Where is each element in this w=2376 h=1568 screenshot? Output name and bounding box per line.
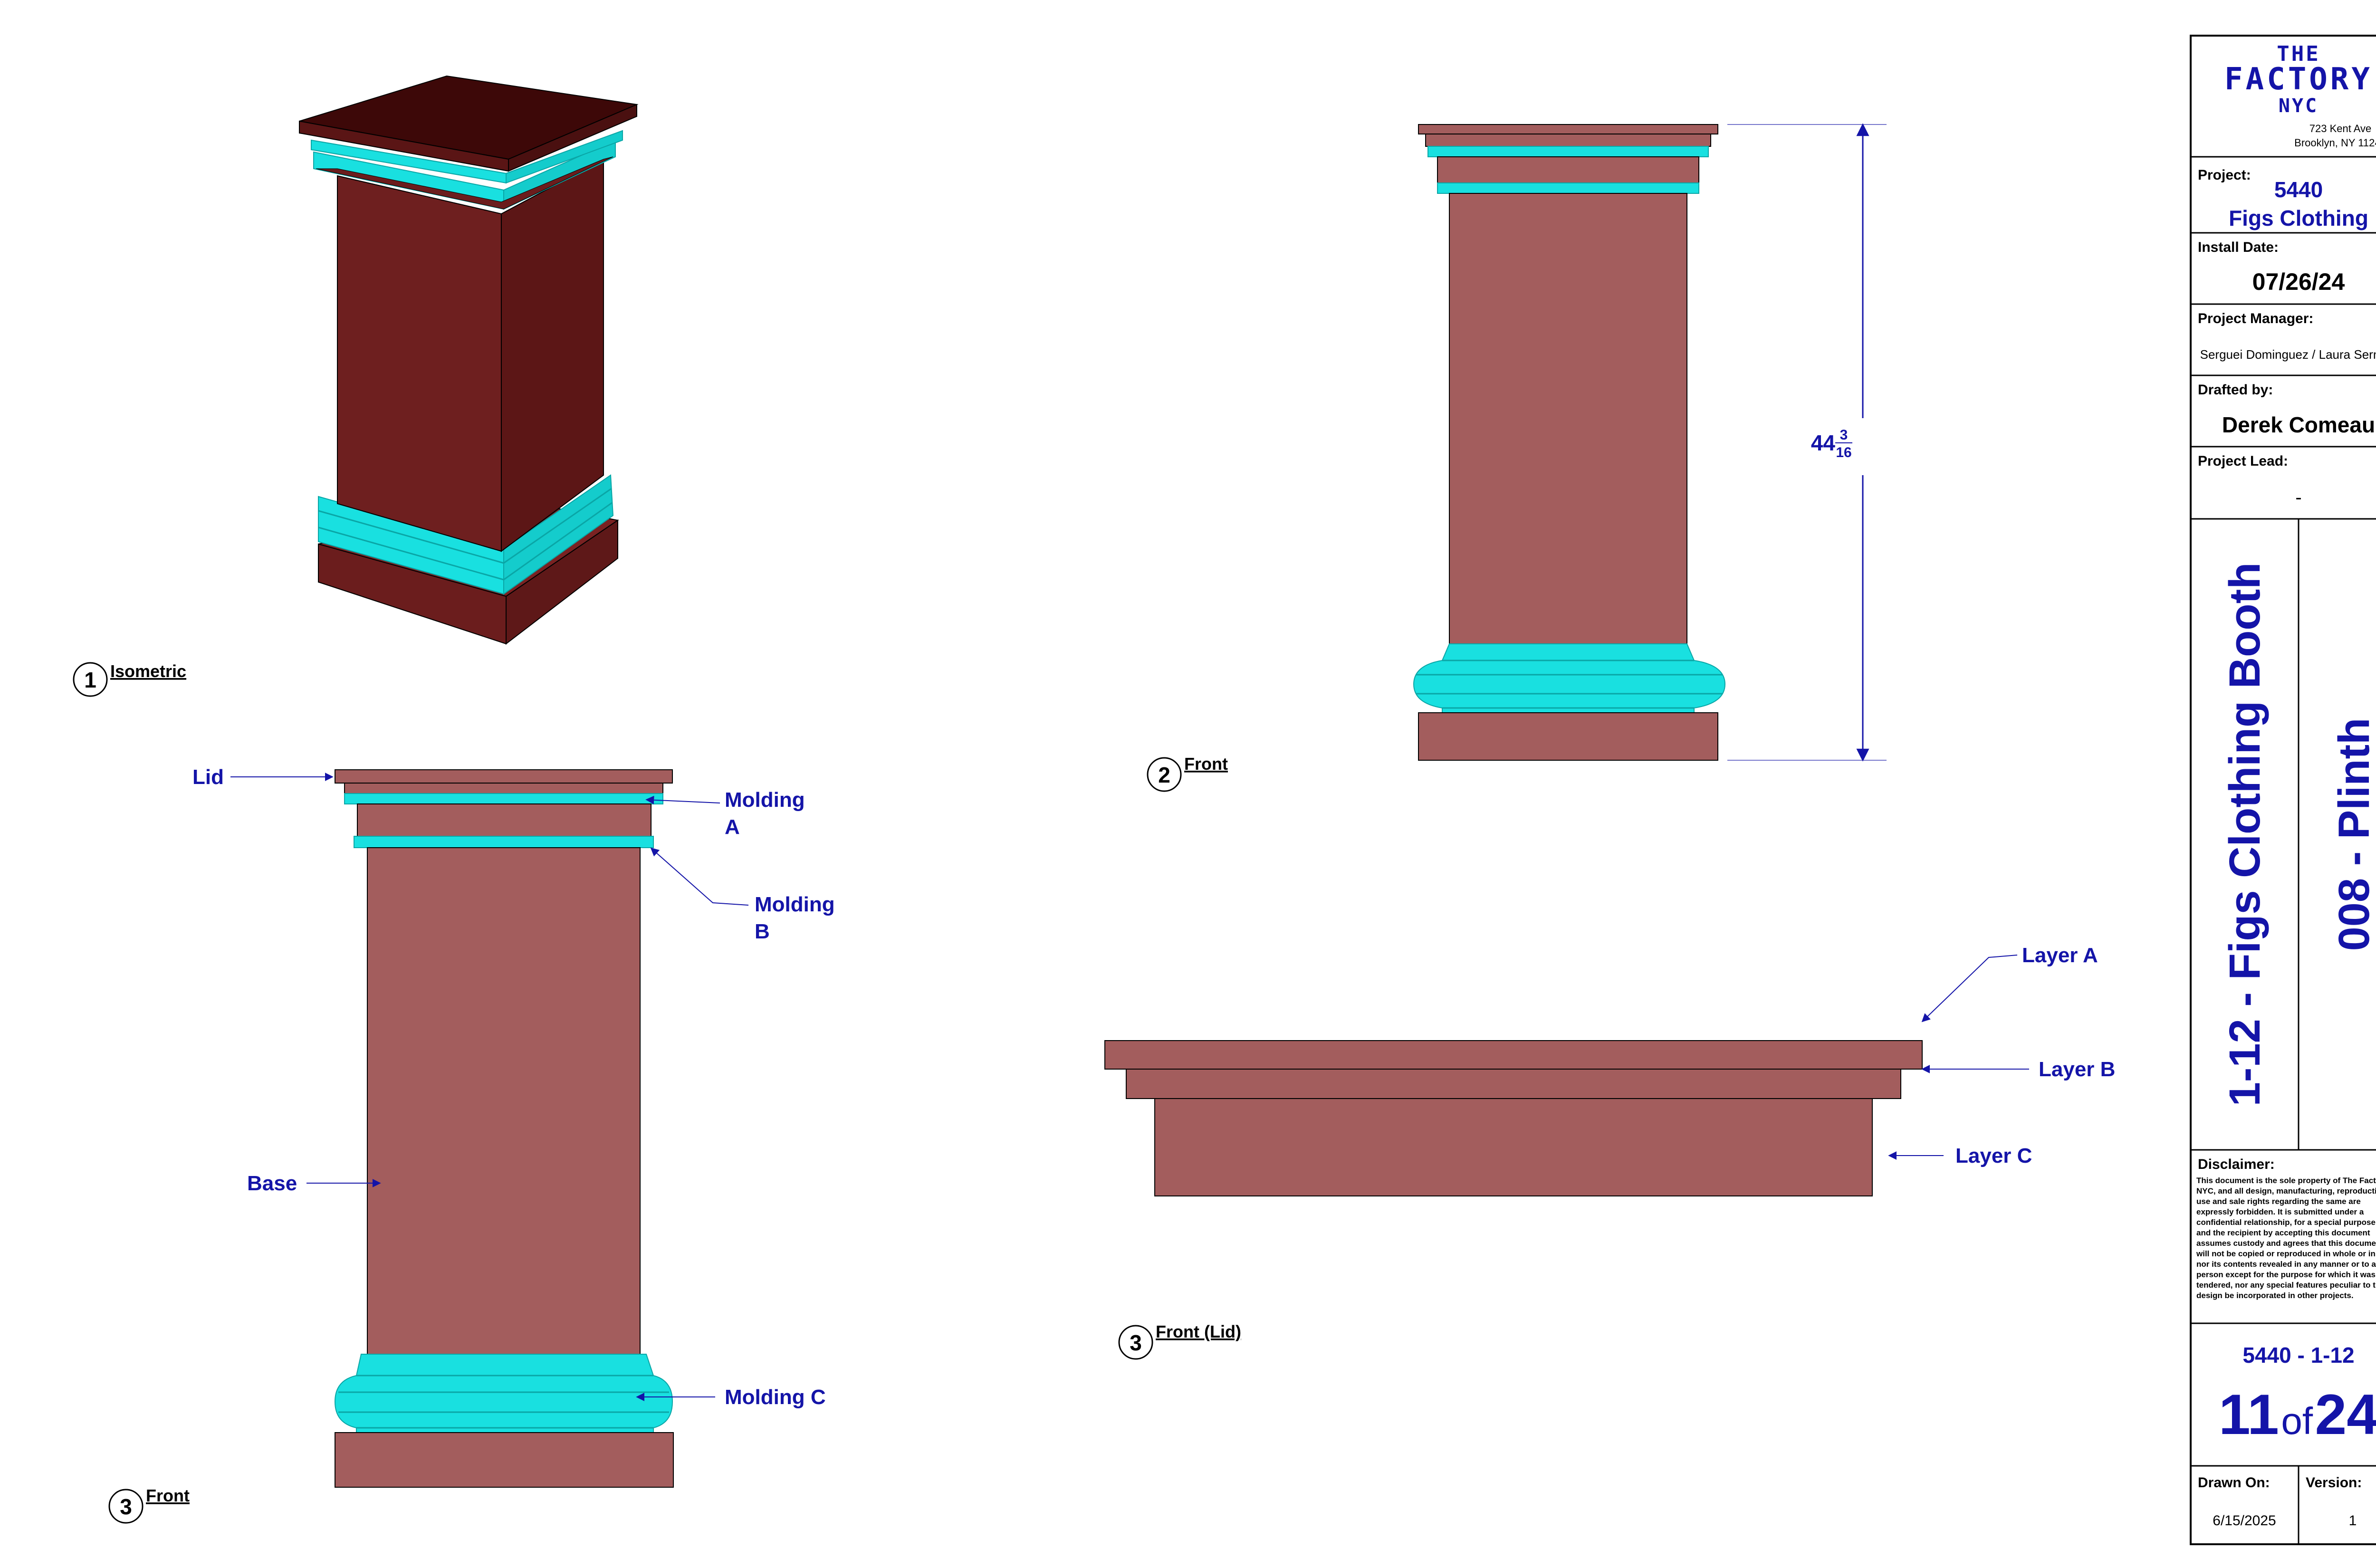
iso-bottom-right [506,519,618,645]
front-lid [1418,124,1718,134]
iso-lid-right [508,104,637,172]
sheet-subtitle: 008 - Plinth [2330,718,2376,951]
front-view-number-circle [1147,757,1182,792]
exploded-molding-c [334,1354,673,1433]
lid-view-label: Front (Lid) [1156,1322,1241,1341]
svg-text:and the recipient by accepting: and the recipient by accepting this docu… [2196,1228,2370,1237]
project-label: Project: [2198,167,2251,183]
iso-view-label: Isometric [110,661,186,681]
callout-layer-b: Layer B [2039,1058,2115,1081]
version-label: Version: [2306,1475,2362,1491]
install-date: 07/26/24 [2252,268,2345,295]
logo-address-line1: 723 Kent Ave [2309,123,2372,134]
iso-view-number: 1 [84,668,96,692]
drawn-on-label: Drawn On: [2198,1475,2270,1491]
svg-text:will not be copied or reproduc: will not be copied or reproduced in whol… [2196,1249,2376,1258]
disclaimer-label: Disclaimer: [2198,1157,2275,1172]
svg-text:NYC: NYC [2279,95,2319,117]
front-lid-view: Layer A Layer B Layer C 3 Front (Lid) [1104,944,2115,1360]
callout-molding-b-line2: B [755,920,770,943]
front-view-label: Front [1184,754,1228,774]
disclaimer-text: This document is the sole property of Th… [2196,1176,2376,1300]
front-exploded-view: Lid Molding A Molding B Base Molding C 3… [108,765,835,1524]
drafted-by-label: Drafted by: [2198,382,2273,398]
svg-text:confidential relationship, for: confidential relationship, for a special… [2196,1218,2376,1227]
front-molding-c [1413,643,1726,713]
lid-view-number: 3 [1130,1330,1142,1355]
drafted-by: Derek Comeau [2222,412,2375,437]
lid-view-number-circle [1118,1325,1153,1360]
callout-layer-c: Layer C [1955,1144,2032,1167]
lid-layer-a [1104,1040,1923,1070]
callout-molding-a-line1: Molding [725,788,805,812]
factory-logo: THE FACTORY NYC [2224,42,2373,117]
callout-base: Base [247,1172,297,1195]
callout-lid: Lid [192,765,224,789]
front-height-dimension-num: 3 [1840,427,1848,443]
svg-text:FACTORY: FACTORY [2224,62,2373,97]
front-lid-layer-b [1425,134,1711,147]
svg-text:NYC, and all design, manufactu: NYC, and all design, manufacturing, repr… [2196,1186,2376,1195]
iso-view-number-circle [73,662,108,697]
front-molding-b [1437,182,1699,194]
svg-text:nor its contents revealed in a: nor its contents revealed in any manner … [2196,1260,2376,1269]
project-manager: Serguei Dominguez / Laura Serman [2200,347,2376,362]
svg-text:expressly forbidden. It is sub: expressly forbidden. It is submitted und… [2196,1207,2364,1216]
logo-address-line2: Brooklyn, NY 11249 [2294,137,2376,149]
project-manager-label: Project Manager: [2198,311,2313,326]
project-number: 5440 [2274,177,2323,202]
front-molding-a [1428,146,1709,157]
front-height-dimension-whole: 44 [1811,430,1836,455]
isometric-view: 1 Isometric [73,75,639,697]
iso-body-left [337,175,502,552]
lid-layer-b [1126,1069,1901,1099]
exploded-base [367,847,641,1355]
front-base [1449,193,1687,644]
exploded-view-number-circle [108,1489,144,1524]
svg-text:design be incorporated in othe: design be incorporated in other projects… [2196,1291,2354,1300]
front-height-dimension-den: 16 [1836,445,1851,460]
drawn-on: 6/15/2025 [2213,1513,2276,1529]
svg-text:use and sale rights regarding: use and sale rights regarding the same a… [2196,1197,2361,1206]
sheet-code: 5440 - 1-12 [2242,1343,2354,1367]
callout-molding-a-line2: A [725,815,740,839]
exploded-view-label: Front [146,1486,190,1505]
front-lid-layer-c [1437,156,1699,183]
sheet-title: 1-12 - Figs Clothing Booth [2221,563,2269,1107]
front-view: 44 3 16 2 Front [1147,123,1887,792]
install-date-label: Install Date: [2198,239,2279,255]
sheet-index: 11 [2219,1383,2279,1446]
project-lead: - [2295,487,2301,508]
sheet-total: 24 [2315,1383,2376,1446]
version: 1 [2349,1513,2357,1529]
exploded-molding-a [344,793,663,804]
callout-molding-b-line1: Molding [755,893,835,916]
exploded-plinth-bottom [335,1432,674,1488]
lid-layer-c [1154,1098,1873,1196]
front-view-number: 2 [1158,763,1170,787]
exploded-molding-b [354,836,654,848]
svg-text:This document is the sole prop: This document is the sole property of Th… [2196,1176,2376,1185]
sheet-of: of [2281,1400,2313,1442]
project-name: Figs Clothing [2229,206,2368,230]
callout-layer-a: Layer A [2022,944,2098,967]
svg-text:tendered, nor any special feat: tendered, nor any special features pecul… [2196,1281,2376,1290]
svg-text:THE: THE [2277,42,2320,66]
callout-molding-c: Molding C [725,1386,826,1409]
project-lead-label: Project Lead: [2198,453,2288,469]
svg-text:person except for the purpose: person except for the purpose for which … [2196,1270,2376,1279]
svg-text:assumes custody and agrees tha: assumes custody and agrees that this doc… [2196,1239,2376,1248]
title-block: THE FACTORY NYC 723 Kent Ave Brooklyn, N… [2190,35,2376,1545]
front-plinth-bottom [1418,712,1718,761]
exploded-lid [335,769,673,784]
exploded-view-number: 3 [120,1494,132,1519]
sheet-count: 11 of 24 [2219,1383,2376,1446]
